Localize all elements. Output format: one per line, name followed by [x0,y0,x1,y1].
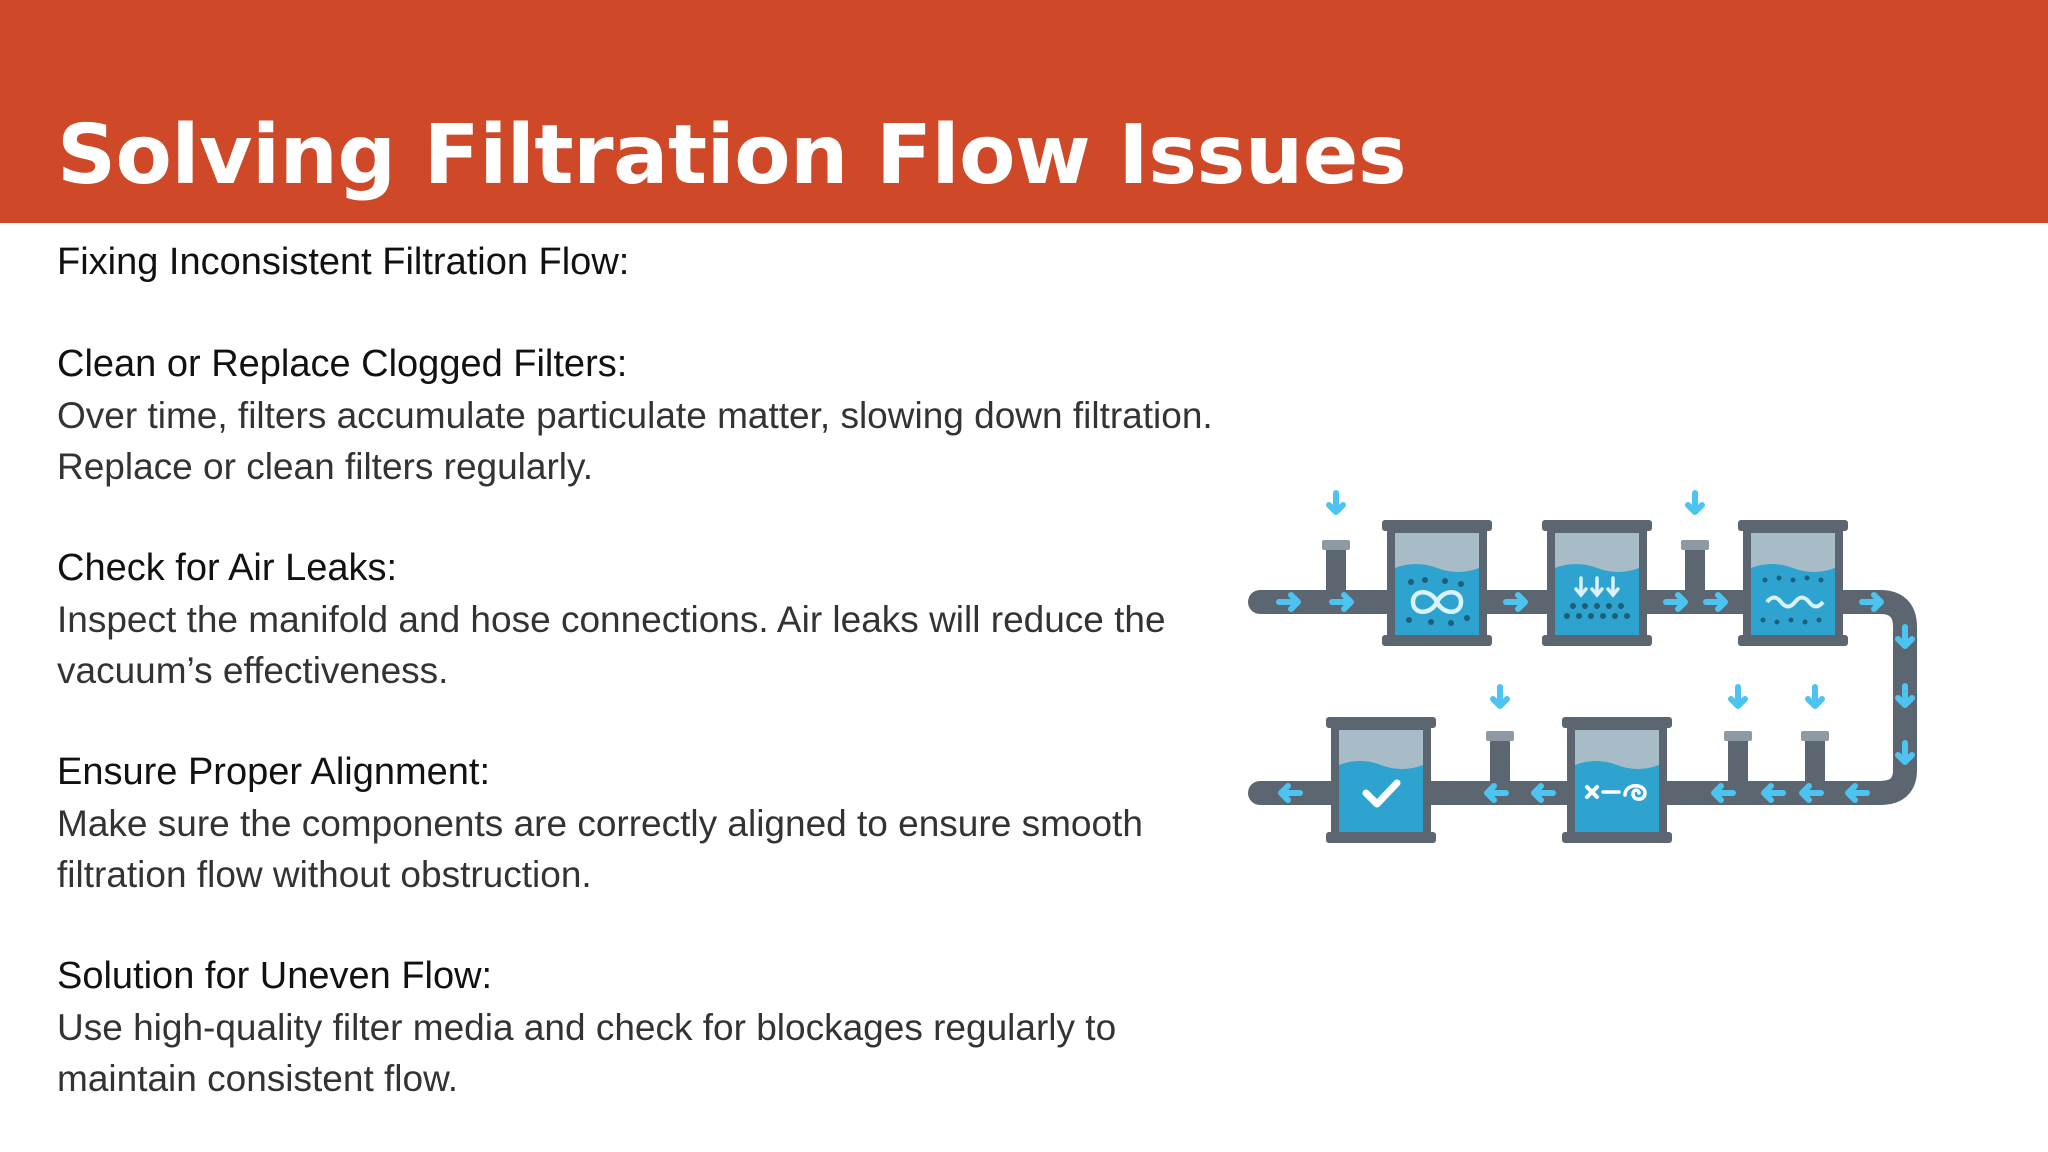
section-uneven-flow: Solution for Uneven Flow: Use high-quali… [57,950,1227,1104]
title-bar: Solving Filtration Flow Issues [0,0,2048,223]
section-heading: Clean or Replace Clogged Filters: [57,343,628,385]
intro-heading: Fixing Inconsistent Filtration Flow: [57,241,630,283]
section-body: Use high-quality filter media and check … [57,1007,1117,1099]
section-alignment: Ensure Proper Alignment: Make sure the c… [57,746,1227,900]
inlet-pipe [1486,731,1514,795]
inlet-pipe [1801,731,1829,795]
wave-icon [1760,575,1825,625]
slide-content: Fixing Inconsistent Filtration Flow: Cle… [57,236,1227,1104]
inlet-pipe [1681,540,1709,604]
swirl-icon [1406,577,1470,626]
section-body: Over time, filters accumulate particulat… [57,395,1213,487]
downward-arrows-icon [1564,576,1630,619]
filter-tank [1738,520,1848,646]
section-heading: Check for Air Leaks: [57,547,398,589]
filtration-flow-diagram [1248,480,1917,843]
section-body: Make sure the components are correctly a… [57,803,1143,895]
slide-title: Solving Filtration Flow Issues [57,108,1407,203]
inlet-arrow [1688,493,1702,512]
section-clean-filters: Clean or Replace Clogged Filters: Over t… [57,338,1227,492]
section-heading: Solution for Uneven Flow: [57,955,493,997]
inlet-arrow [1329,493,1343,512]
checkmark-icon [1362,779,1401,808]
section-air-leaks: Check for Air Leaks: Inspect the manifol… [57,542,1227,696]
filter-tank [1326,717,1436,843]
section-heading: Ensure Proper Alignment: [57,751,491,793]
filter-tank [1382,520,1492,646]
inlet-arrow [1808,687,1822,706]
inlet-arrow [1493,687,1507,706]
section-body: Inspect the manifold and hose connection… [57,599,1166,691]
filter-tank [1562,717,1672,843]
x-swirl-icon [1585,784,1647,801]
inlet-arrow [1731,687,1745,706]
inlet-pipe [1724,731,1752,795]
